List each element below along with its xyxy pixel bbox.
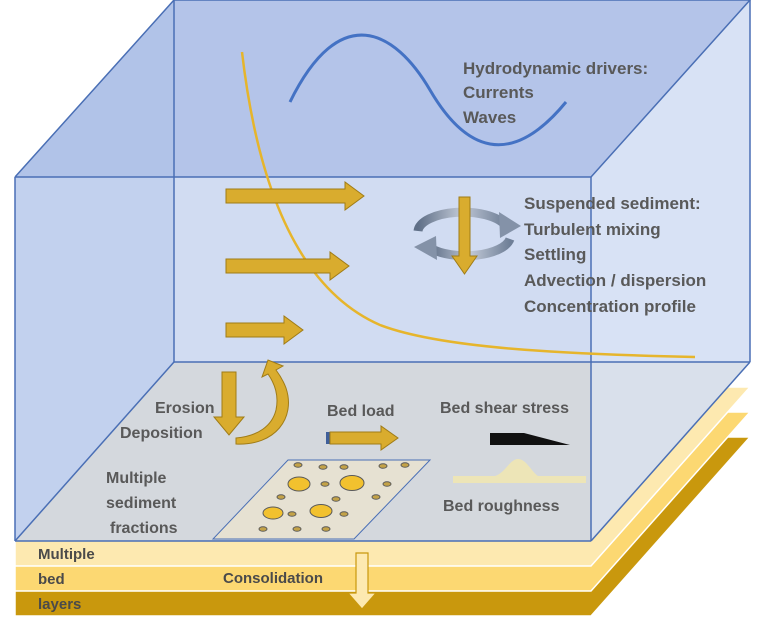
- settling-arrow: [451, 196, 478, 275]
- label-suspended-title: Suspended sediment:: [524, 194, 701, 213]
- label-fractions-1: Multiple: [106, 470, 167, 487]
- concentration-profile-curve: [240, 51, 696, 359]
- box-edges: [14, 0, 752, 542]
- label-fractions-3: fractions: [110, 520, 178, 537]
- seabed-surface: [15, 362, 750, 541]
- label-layers-2: bed: [38, 571, 65, 588]
- label-hydro-title: Hydrodynamic drivers:: [463, 59, 648, 78]
- sediment-fractions-sheet: [211, 459, 432, 540]
- label-bed-roughness: Bed roughness: [443, 498, 560, 515]
- label-fractions-2: sediment: [106, 495, 177, 512]
- label-layers-3: layers: [38, 596, 81, 613]
- bed-load-arrow-tail: [326, 432, 330, 444]
- current-arrow-2: [225, 251, 350, 281]
- sediment-grains: [258, 462, 410, 532]
- label-bed-shear-stress: Bed shear stress: [440, 400, 569, 417]
- bed-load-arrow: [329, 425, 399, 451]
- label-waves: Waves: [463, 108, 516, 127]
- water-front-face: [15, 177, 591, 541]
- deposition-arrow: [212, 371, 246, 436]
- label-bed-load: Bed load: [327, 403, 395, 420]
- consolidation-arrow: [346, 552, 378, 610]
- label-currents: Currents: [463, 83, 534, 102]
- label-concentration-profile: Concentration profile: [524, 297, 696, 316]
- label-deposition: Deposition: [120, 425, 203, 442]
- turbulent-mixing-icon: [413, 207, 521, 261]
- current-arrow-1: [225, 181, 365, 211]
- label-settling: Settling: [524, 245, 586, 264]
- shear-stress-arrow: [490, 433, 570, 445]
- current-arrow-3: [225, 315, 304, 345]
- wave-curve: [288, 33, 568, 147]
- erosion-arrow: [235, 359, 289, 445]
- label-erosion: Erosion: [155, 400, 215, 417]
- bed-roughness-bump: [453, 459, 586, 483]
- label-advection: Advection / dispersion: [524, 271, 706, 290]
- label-turbulent-mixing: Turbulent mixing: [524, 220, 661, 239]
- label-layers-1: Multiple: [38, 546, 95, 563]
- label-consolidation: Consolidation: [223, 570, 323, 587]
